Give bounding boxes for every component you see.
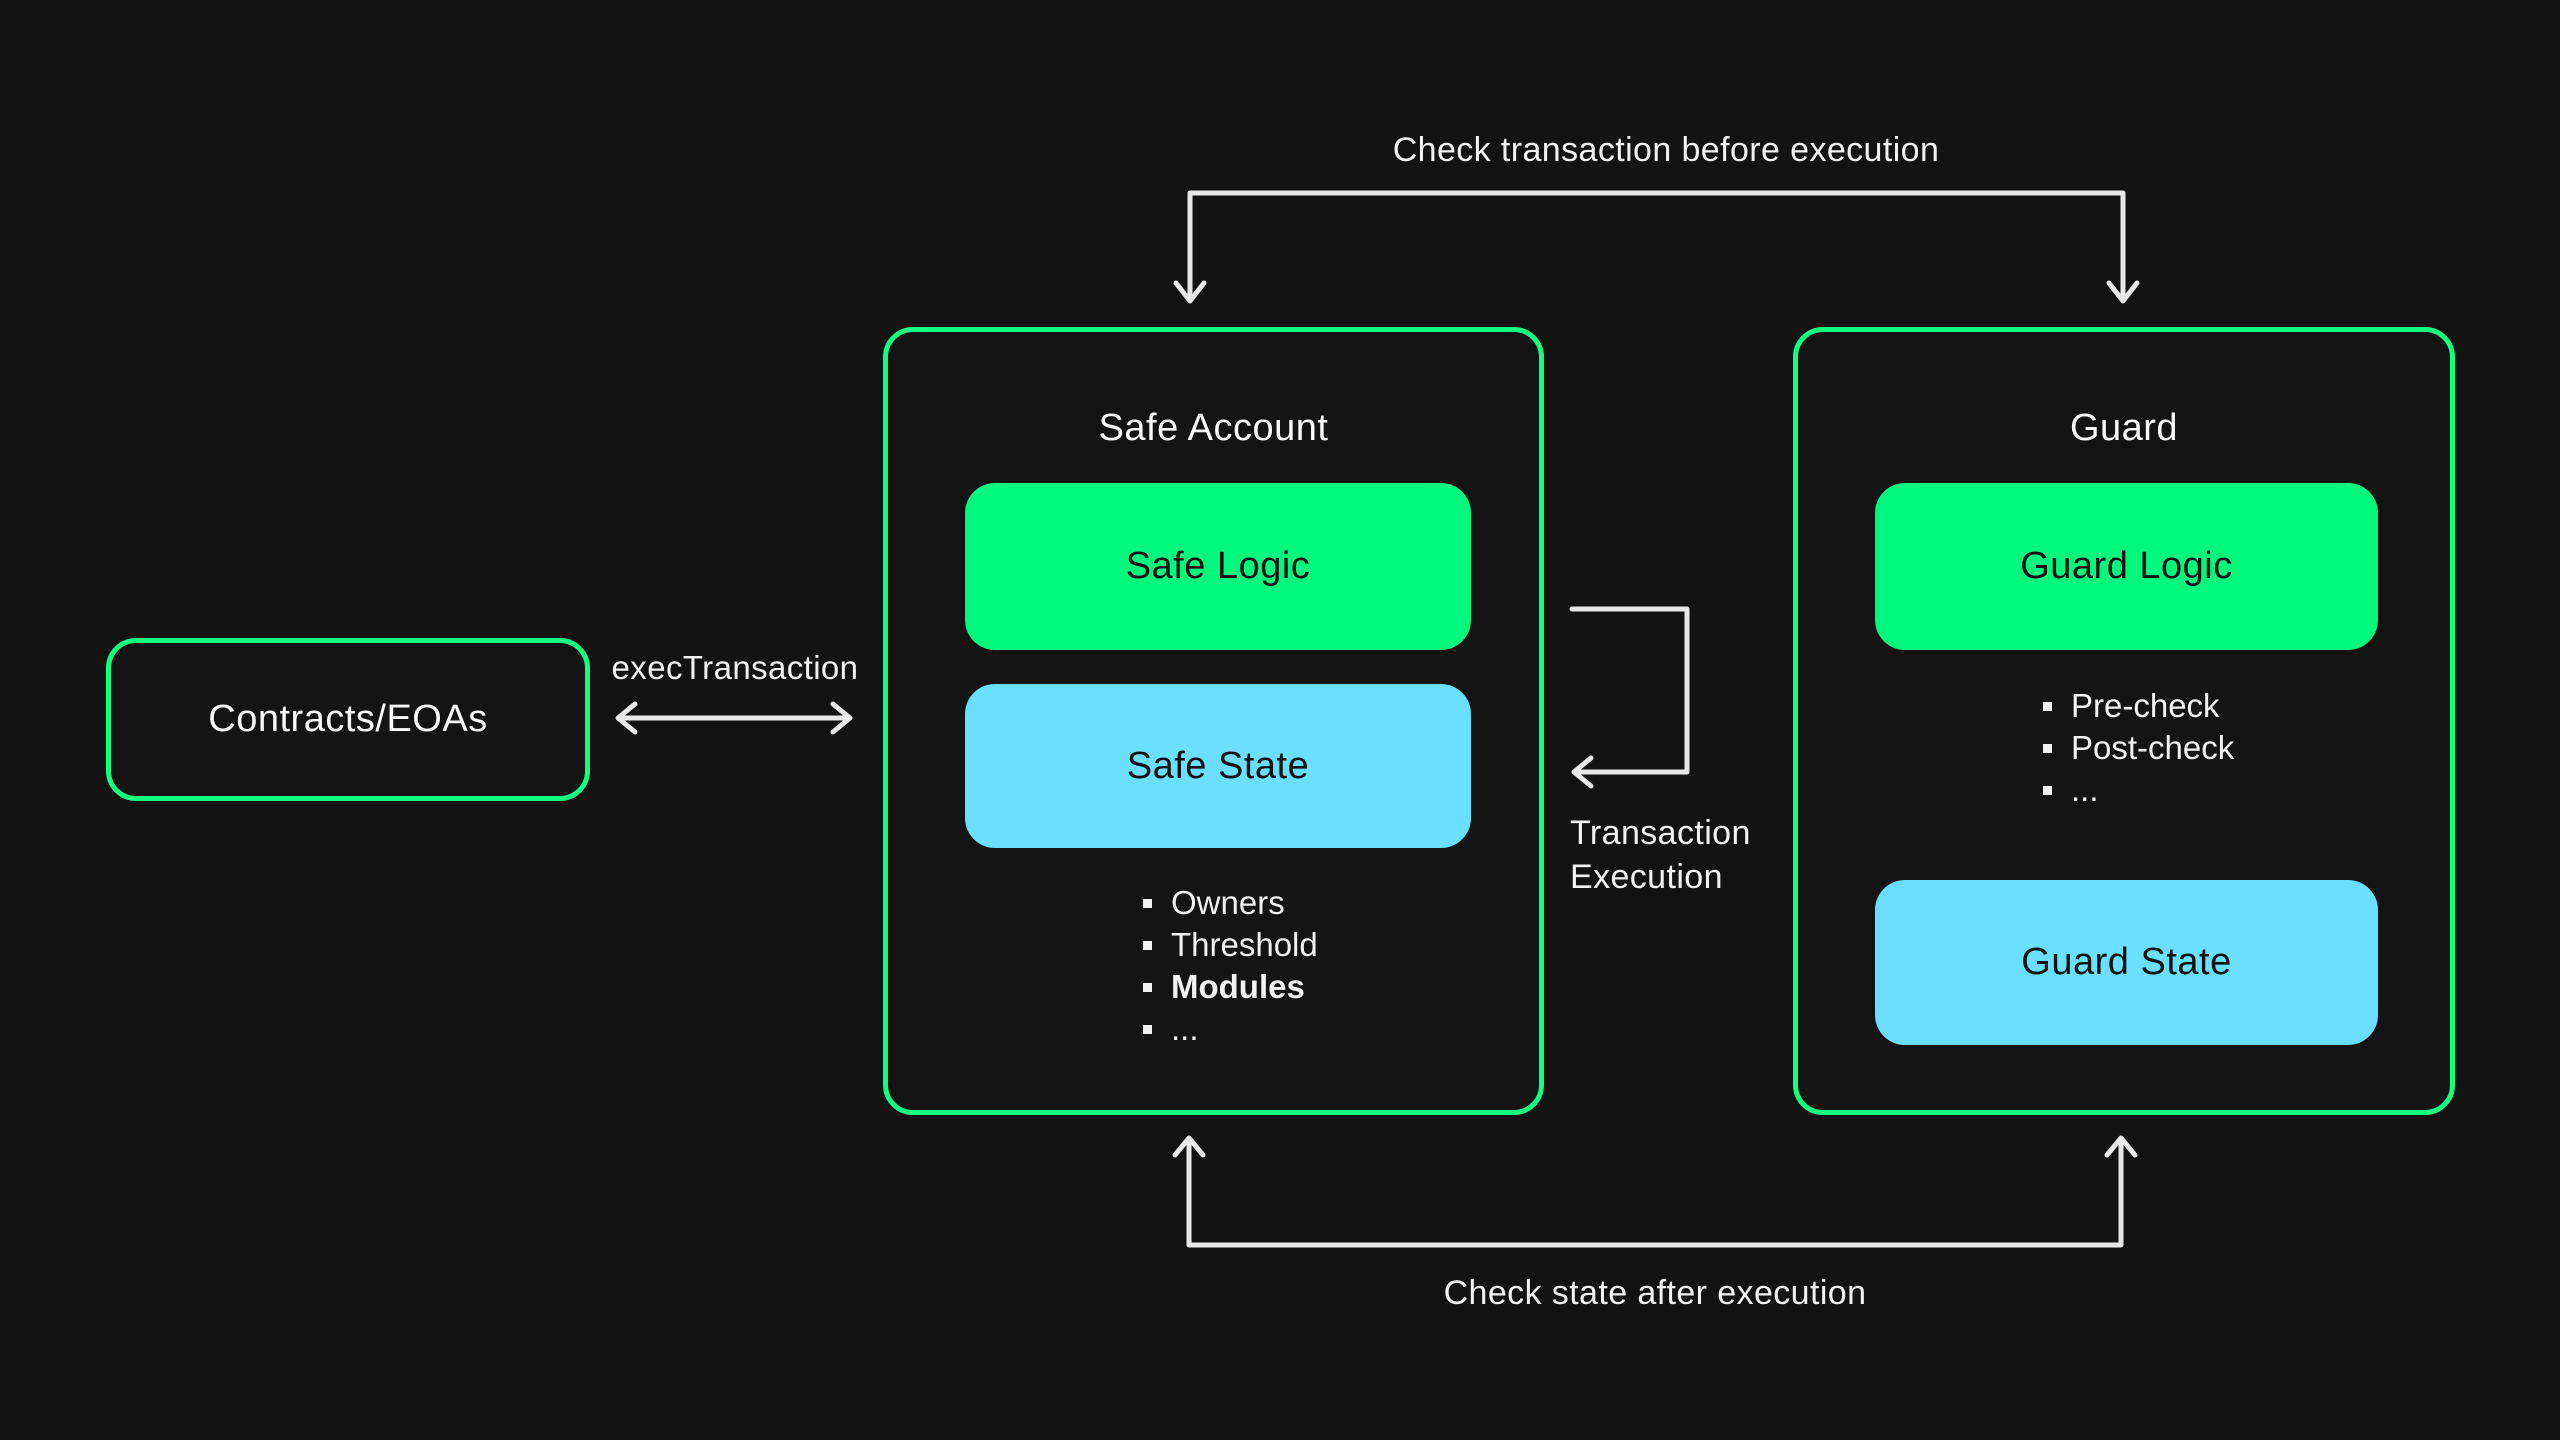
transaction-execution-loop-arrow <box>1569 606 1690 789</box>
check-after-label: Check state after execution <box>1443 1274 1867 1312</box>
safe-account-title: Safe Account <box>1098 407 1329 449</box>
bullet-label: Owners <box>1171 884 1285 921</box>
check-before-label: Check transaction before execution <box>1392 131 1940 169</box>
safe-account-box: Safe Account Safe Logic Safe State Owner… <box>883 327 1544 1115</box>
safe-state-label: Safe State <box>1126 744 1310 787</box>
bullet-label: ... <box>2071 771 2099 808</box>
bullet-item: Pre-check <box>2043 685 2234 727</box>
bullet-item: Threshold <box>1143 924 1318 966</box>
bullet-item: ... <box>2043 769 2234 811</box>
guard-logic-label: Guard Logic <box>2020 545 2233 587</box>
bullet-square-icon <box>2043 743 2052 753</box>
transaction-execution-label-line1: Transaction <box>1570 814 1751 852</box>
bullet-item: Owners <box>1143 882 1318 924</box>
transaction-execution-label-line2: Execution <box>1570 858 1723 896</box>
bullet-square-icon <box>2043 785 2052 795</box>
bullet-square-icon <box>2043 701 2052 711</box>
exec-transaction-label: execTransaction <box>611 649 859 686</box>
bullet-label: Pre-check <box>2071 687 2220 724</box>
bullet-square-icon <box>1143 1024 1152 1034</box>
safe-state-pill: Safe State <box>965 684 1471 848</box>
safe-logic-label: Safe Logic <box>1125 545 1311 587</box>
bullet-square-icon <box>1143 898 1152 908</box>
bullet-item: Post-check <box>2043 727 2234 769</box>
check-before-arrow <box>1173 190 2140 304</box>
guard-title: Guard <box>2069 407 2179 449</box>
bullet-square-icon <box>1143 982 1152 992</box>
guard-state-label: Guard State <box>2021 941 2232 983</box>
bullet-item: ... <box>1143 1008 1318 1050</box>
contracts-eoas-label: Contracts/EOAs <box>208 698 488 740</box>
bullet-label: ... <box>1171 1010 1199 1047</box>
bullet-label: Post-check <box>2071 729 2235 766</box>
bullet-square-icon <box>1143 940 1152 950</box>
contracts-eoas-box: Contracts/EOAs <box>106 638 590 801</box>
exec-transaction-arrow <box>615 701 853 735</box>
guard-state-pill: Guard State <box>1875 880 2378 1045</box>
check-after-arrow <box>1172 1135 2138 1248</box>
safe-logic-pill: Safe Logic <box>965 483 1471 650</box>
bullet-label: Modules <box>1171 968 1305 1005</box>
guard-logic-pill: Guard Logic <box>1875 483 2378 650</box>
transaction-execution-label: Transaction Execution <box>1570 811 1870 899</box>
bullet-label: Threshold <box>1171 926 1318 963</box>
bullet-item: Modules <box>1143 966 1318 1008</box>
